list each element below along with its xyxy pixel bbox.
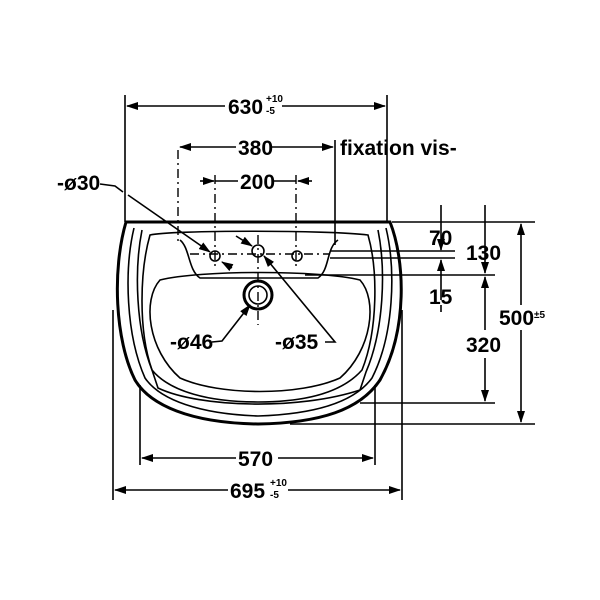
svg-text:15: 15 — [429, 286, 453, 309]
dim-630: 630 +10 -5 — [124, 94, 388, 222]
tap-hole-center — [251, 244, 265, 258]
holes — [209, 244, 303, 311]
tap-hole-left — [209, 250, 221, 262]
svg-text:-ø30: -ø30 — [57, 172, 100, 195]
svg-text:500: 500 — [499, 307, 534, 330]
svg-text:-5: -5 — [270, 490, 279, 501]
svg-text:695: 695 — [230, 480, 265, 503]
svg-text:-5: -5 — [266, 106, 275, 117]
svg-text:200: 200 — [240, 171, 275, 194]
svg-text:+10: +10 — [270, 478, 287, 489]
svg-text:380: 380 — [238, 137, 273, 160]
svg-text:-ø46: -ø46 — [170, 331, 213, 354]
dim-200: 200 — [200, 171, 312, 194]
basin-outline — [115, 220, 403, 426]
fixing-note: fixation vis- — [340, 137, 457, 160]
svg-text:-ø35: -ø35 — [275, 331, 319, 354]
svg-text:130: 130 — [466, 242, 501, 265]
dims-bottom: 570 695 +10 -5 — [112, 310, 403, 503]
drain-hole-inner — [248, 285, 268, 305]
tap-hole-right — [291, 250, 303, 262]
svg-text:+10: +10 — [266, 94, 283, 105]
hole-labels: -ø30 -ø46 -ø35 — [57, 172, 337, 354]
svg-text:±5: ±5 — [534, 310, 545, 321]
dims-right: 70 15 130 320 500 ±5 — [290, 205, 545, 425]
svg-text:570: 570 — [238, 448, 273, 471]
svg-text:320: 320 — [466, 334, 501, 357]
dim-380: 380 fixation vis- — [179, 137, 457, 160]
drain-hole-outer — [242, 279, 274, 311]
svg-text:70: 70 — [429, 227, 452, 250]
dim-630-value: 630 — [228, 96, 263, 119]
